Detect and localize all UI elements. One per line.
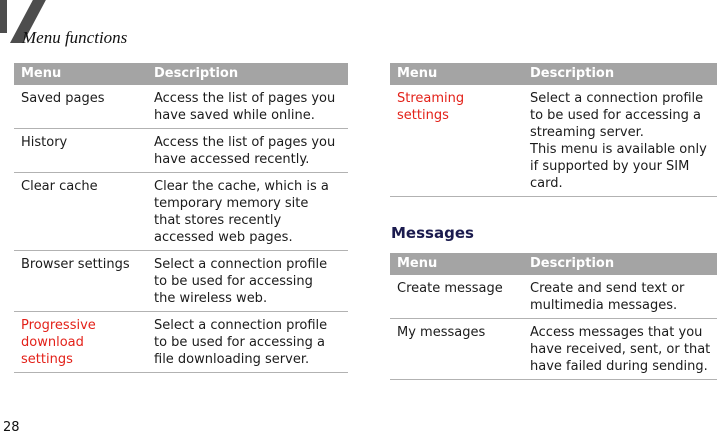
table-row: Streaming settings Select a connection p… [390,85,717,197]
table-row: My messages Access messages that you hav… [390,319,717,380]
description-cell: Access the list of pages you have saved … [154,91,336,123]
description-cell: Select a connection profile to be used f… [154,257,328,306]
description-cell: Access messages that you have received, … [530,325,711,374]
browser-functions-table: Menu Description Saved pages Access the … [14,63,348,373]
menu-cell-highlighted: Streaming settings [397,91,465,123]
description-cell: Select a connection profile to be used f… [154,318,328,367]
menu-cell: Saved pages [21,91,105,106]
chapter-title: Menu functions [22,28,128,47]
chapter-corner-bar-icon [0,0,7,33]
menu-cell: Clear cache [21,179,98,194]
page-number: 28 [3,420,20,435]
column-header-description: Description [530,66,615,81]
menu-cell: Create message [397,281,503,296]
description-cell: Create and send text or multimedia messa… [530,281,685,313]
table-row: Clear cache Clear the cache, which is a … [14,173,348,251]
description-cell: Access the list of pages you have access… [154,135,336,167]
table-row: Browser settings Select a connection pro… [14,251,348,312]
table-row: Progressive download settings Select a c… [14,312,348,373]
table-row: Saved pages Access the list of pages you… [14,85,348,129]
menu-cell: Browser settings [21,257,130,272]
description-cell: Select a connection profile to be used f… [530,91,707,191]
table-row: Create message Create and send text or m… [390,275,717,319]
column-header-description: Description [154,66,239,81]
column-header-description: Description [530,256,615,271]
table-header-row: Menu Description [390,63,717,85]
menu-cell: History [21,135,68,150]
messages-table: Menu Description Create message Create a… [390,253,717,380]
section-heading-messages: Messages [391,224,474,242]
menu-cell-highlighted: Progressive download settings [21,318,96,367]
column-header-menu: Menu [397,66,438,81]
table-header-row: Menu Description [390,253,717,275]
table-header-row: Menu Description [14,63,348,85]
column-header-menu: Menu [21,66,62,81]
table-row: History Access the list of pages you hav… [14,129,348,173]
description-cell: Clear the cache, which is a temporary me… [154,179,329,245]
column-header-menu: Menu [397,256,438,271]
menu-cell: My messages [397,325,486,340]
streaming-settings-table: Menu Description Streaming settings Sele… [390,63,717,197]
